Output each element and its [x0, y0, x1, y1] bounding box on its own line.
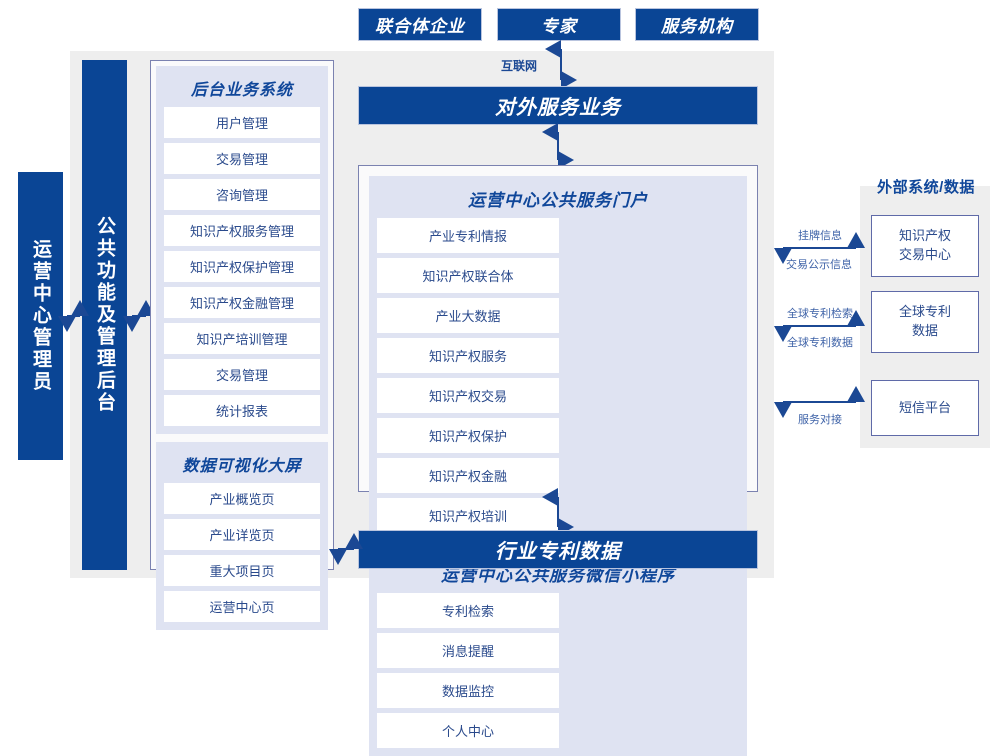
backoffice-item[interactable]: 知识产培训管理 — [164, 323, 320, 354]
dashboard-item[interactable]: 重大项目页 — [164, 555, 320, 586]
external-connector-3 — [774, 386, 865, 418]
backoffice-item[interactable]: 知识产权服务管理 — [164, 215, 320, 246]
portal-group: 运营中心公共服务门户 产业专利情报 知识产权联合体 产业大数据 知识产权服务 知… — [369, 176, 747, 541]
admin-backend-arrow — [58, 300, 89, 332]
dashboard-title: 数据可视化大屏 — [182, 458, 302, 475]
external-systems-title: 外部系统/数据 — [877, 179, 975, 196]
external-box-global-patent[interactable]: 全球专利 数据 — [871, 291, 979, 353]
internet-label: 互联网 — [500, 59, 537, 73]
portal-title: 运营中心公共服务门户 — [468, 191, 648, 210]
backend-systems-panel: 后台业务系统 用户管理 交易管理 咨询管理 知识产权服务管理 知识产权保护管理 … — [150, 60, 334, 630]
backoffice-group: 后台业务系统 用户管理 交易管理 咨询管理 知识产权服务管理 知识产权保护管理 … — [156, 66, 328, 434]
portal-item[interactable]: 产业大数据 — [377, 298, 559, 333]
role-operation-center-admin[interactable]: 运营中心管理员 — [18, 172, 63, 460]
backoffice-title: 后台业务系统 — [190, 82, 293, 99]
backoffice-list: 用户管理 交易管理 咨询管理 知识产权服务管理 知识产权保护管理 知识产权金融管… — [164, 107, 320, 426]
external-box-line2: 交易中心 — [898, 247, 951, 262]
external-connector-1-label-above: 挂牌信息 — [798, 230, 842, 242]
service-to-portal-arrow — [542, 123, 574, 169]
backoffice-item[interactable]: 用户管理 — [164, 107, 320, 138]
miniprogram-item[interactable]: 数据监控 — [377, 673, 559, 708]
dashboard-item[interactable]: 产业详览页 — [164, 519, 320, 550]
dashboard-item[interactable]: 运营中心页 — [164, 591, 320, 622]
actor-box-consortium[interactable]: 联合体企业 — [358, 8, 482, 41]
miniprogram-item[interactable]: 专利检索 — [377, 593, 559, 628]
backoffice-item[interactable]: 知识产权保护管理 — [164, 251, 320, 282]
external-connector-2-label-above: 全球专利检索 — [787, 308, 853, 320]
dashboard-item[interactable]: 产业概览页 — [164, 483, 320, 514]
miniprogram-title: 运营中心公共服务微信小程序 — [441, 566, 675, 585]
backoffice-item[interactable]: 知识产权金融管理 — [164, 287, 320, 318]
external-box-line1: 知识产权 — [898, 228, 951, 244]
actor-box-expert[interactable]: 专家 — [497, 8, 621, 41]
external-box-line1: 全球专利 — [898, 304, 951, 320]
miniprogram-item[interactable]: 个人中心 — [377, 713, 559, 748]
external-connector-2 — [774, 310, 865, 342]
portal-item[interactable]: 知识产权服务 — [377, 338, 559, 373]
public-service-panel: 运营中心公共服务门户 产业专利情报 知识产权联合体 产业大数据 知识产权服务 知… — [358, 165, 758, 756]
portal-item[interactable]: 知识产权金融 — [377, 458, 559, 493]
miniprogram-item[interactable]: 消息提醒 — [377, 633, 559, 668]
external-connector-1-label-below: 交易公示信息 — [786, 259, 852, 271]
backoffice-item[interactable]: 交易管理 — [164, 143, 320, 174]
portal-item[interactable]: 知识产权联合体 — [377, 258, 559, 293]
internet-arrow — [545, 40, 577, 89]
external-connector-2-label-below: 全球专利数据 — [787, 337, 853, 349]
panel-to-industry-arrow — [329, 533, 363, 565]
backoffice-item[interactable]: 统计报表 — [164, 395, 320, 426]
dashboard-group: 数据可视化大屏 产业概览页 产业详览页 重大项目页 运营中心页 — [156, 442, 328, 630]
backend-panel-arrow — [123, 300, 155, 332]
external-service-bar[interactable]: 对外服务业务 — [358, 86, 758, 125]
miniprogram-group: 运营中心公共服务微信小程序 专利检索 消息提醒 数据监控 个人中心 — [369, 551, 747, 756]
industry-patent-data-bar[interactable]: 行业专利数据 — [358, 530, 758, 569]
portal-grid: 产业专利情报 知识产权联合体 产业大数据 知识产权服务 知识产权交易 知识产权保… — [377, 218, 739, 533]
portal-item[interactable]: 知识产权培训 — [377, 498, 559, 533]
external-box-sms-platform[interactable]: 短信平台 — [871, 380, 979, 436]
portal-item[interactable]: 知识产权交易 — [377, 378, 559, 413]
portal-item[interactable]: 产业专利情报 — [377, 218, 559, 253]
external-box-line1: 短信平台 — [898, 399, 951, 415]
external-connector-3-label-below: 服务对接 — [798, 414, 842, 426]
miniprogram-grid: 专利检索 消息提醒 数据监控 个人中心 — [377, 593, 739, 748]
dashboard-list: 产业概览页 产业详览页 重大项目页 运营中心页 — [164, 483, 320, 622]
backoffice-item[interactable]: 交易管理 — [164, 359, 320, 390]
role-public-function-backend[interactable]: 公共功能及管理后台 — [82, 60, 127, 570]
external-box-line2: 数据 — [911, 323, 938, 338]
backoffice-item[interactable]: 咨询管理 — [164, 179, 320, 210]
actor-box-service-org[interactable]: 服务机构 — [635, 8, 759, 41]
portal-to-industry-arrow — [542, 488, 574, 536]
portal-item[interactable]: 知识产权保护 — [377, 418, 559, 453]
external-box-ip-exchange[interactable]: 知识产权 交易中心 — [871, 215, 979, 277]
external-connector-1 — [774, 232, 865, 264]
